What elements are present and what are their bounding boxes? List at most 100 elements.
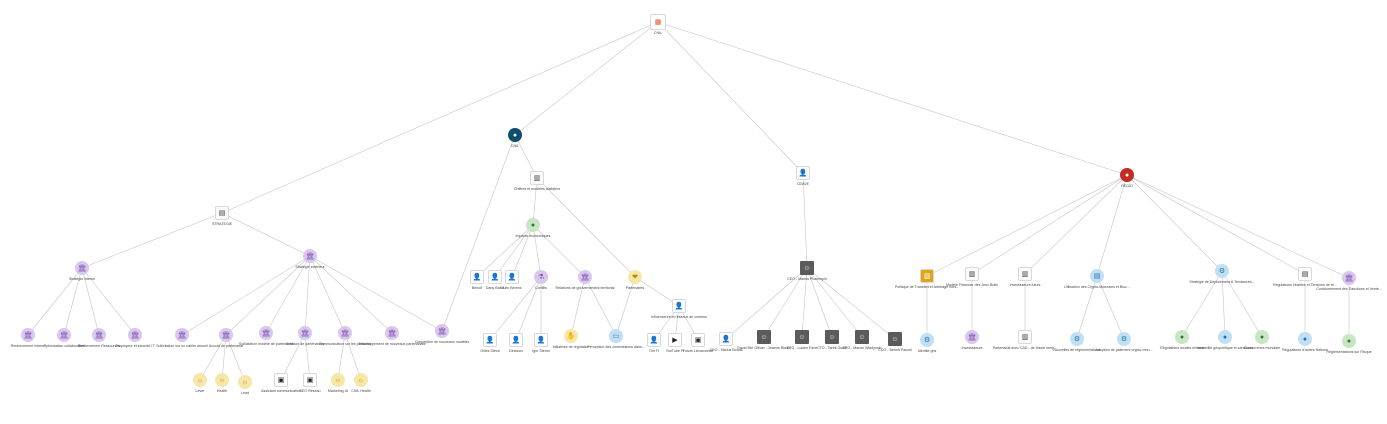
- edge-b2-b25: [532, 224, 586, 278]
- building-small-icon[interactable]: ▥: [530, 171, 544, 185]
- photo-icon[interactable]: ☺: [757, 330, 771, 344]
- photo-icon[interactable]: ☺: [888, 332, 902, 346]
- edge-d-d1: [926, 174, 1128, 277]
- pin-icon[interactable]: ●: [1218, 330, 1232, 344]
- building-icon[interactable]: 🏛: [435, 324, 449, 338]
- building-small-icon[interactable]: ▥: [1018, 330, 1032, 344]
- image-icon[interactable]: ▧: [920, 269, 934, 283]
- building-icon[interactable]: 🏛: [338, 326, 352, 340]
- edge-d-d2: [971, 174, 1128, 275]
- calendar-icon[interactable]: ▤: [1298, 267, 1312, 281]
- building-small-icon[interactable]: ▥: [1018, 267, 1032, 281]
- youtube-icon[interactable]: ▶: [668, 333, 682, 347]
- edge-a24-a242: [304, 332, 311, 381]
- edge-b24-b242: [515, 276, 542, 341]
- node-label: REGIO: [1121, 184, 1133, 188]
- edge-a1-a12: [63, 267, 83, 336]
- edge-d-d6: [1126, 174, 1306, 275]
- photo-icon[interactable]: ☺: [855, 330, 869, 344]
- edge-a25-a251: [337, 332, 346, 381]
- edge-a2-a21: [181, 255, 311, 336]
- pin-icon[interactable]: ●: [508, 128, 522, 142]
- person-icon[interactable]: 👤: [719, 332, 733, 346]
- edge-b3-b32: [634, 276, 680, 307]
- photo-icon[interactable]: ☺: [825, 330, 839, 344]
- id-card-icon[interactable]: ▣: [303, 373, 317, 387]
- building-icon[interactable]: 🏛: [175, 328, 189, 342]
- edge-d4-d42: [1096, 275, 1125, 340]
- person-icon[interactable]: 👤: [483, 333, 497, 347]
- building-small-icon[interactable]: ▥: [965, 267, 979, 281]
- building-icon[interactable]: 🏛: [75, 261, 89, 275]
- edge-a2-a24: [304, 255, 311, 334]
- building-icon[interactable]: 🏛: [57, 328, 71, 342]
- person-icon[interactable]: 👤: [505, 270, 519, 284]
- edge-a1-a13: [81, 267, 100, 336]
- edge-c1-c11: [725, 267, 808, 340]
- edge-a1-a11: [27, 267, 83, 336]
- gear-icon[interactable]: ⚙: [1070, 332, 1084, 346]
- calendar-icon[interactable]: ▤: [1090, 269, 1104, 283]
- photo-icon[interactable]: ☺: [800, 261, 814, 275]
- id-card-icon[interactable]: ▣: [691, 333, 705, 347]
- node-label: Réglementations sur Risque: [1326, 350, 1372, 354]
- building-icon[interactable]: 🏛: [303, 249, 317, 263]
- edge-b24-b241: [489, 276, 542, 341]
- photo-icon[interactable]: ☺: [795, 330, 809, 344]
- lamp-icon[interactable]: ☼: [331, 373, 345, 387]
- handshake-icon[interactable]: ❤: [628, 270, 642, 284]
- monitor-icon[interactable]: ▭: [609, 329, 623, 343]
- logo-icon[interactable]: ▦: [650, 14, 666, 30]
- node-label: CEO - Marius Phalempin: [787, 277, 827, 281]
- node-label: STRATEGIE: [211, 222, 233, 226]
- gear-icon[interactable]: ⚙: [920, 333, 934, 347]
- pin-icon[interactable]: ●: [1175, 330, 1189, 344]
- building-icon[interactable]: 🏛: [128, 328, 142, 342]
- gear-icon[interactable]: ⚙: [1215, 264, 1229, 278]
- person-icon[interactable]: 👤: [488, 270, 502, 284]
- node-label: Partenaires: [625, 286, 645, 290]
- edge-b25-b251: [570, 276, 586, 337]
- person-icon[interactable]: 👤: [796, 166, 810, 180]
- pin-icon[interactable]: ●: [526, 218, 540, 232]
- edge-a27-b: [441, 134, 516, 332]
- pin-icon[interactable]: ●: [1120, 168, 1134, 182]
- person-icon[interactable]: 👤: [672, 299, 686, 313]
- pin-icon[interactable]: ●: [1298, 332, 1312, 346]
- building-icon[interactable]: 🏛: [219, 328, 233, 342]
- building-icon[interactable]: 🏛: [965, 330, 979, 344]
- node-label: Influenceurs et réseaux de contenu: [650, 315, 708, 319]
- lamp-icon[interactable]: ☼: [215, 373, 229, 387]
- edge-d-d7: [1126, 174, 1350, 279]
- id-card-icon[interactable]: ▣: [274, 373, 288, 387]
- edge-c1-c13: [801, 267, 808, 338]
- node-label: CNIL: [653, 31, 663, 35]
- edge-b3-b31: [615, 276, 636, 337]
- lamp-icon[interactable]: ☼: [193, 373, 207, 387]
- person-icon[interactable]: 👤: [470, 270, 484, 284]
- gear-icon[interactable]: ⚙: [1117, 332, 1131, 346]
- person-icon[interactable]: 👤: [647, 333, 661, 347]
- node-label: CNIL: [510, 144, 520, 148]
- flask-icon[interactable]: ⚗: [534, 270, 548, 284]
- node-label: Stratégie interne: [68, 277, 96, 281]
- building-icon[interactable]: 🏛: [21, 328, 35, 342]
- pin-icon[interactable]: ●: [1342, 334, 1356, 348]
- building-icon[interactable]: 🏛: [298, 326, 312, 340]
- hand-icon[interactable]: ✋: [564, 329, 578, 343]
- lamp-icon[interactable]: ☼: [354, 373, 368, 387]
- pin-icon[interactable]: ●: [1255, 330, 1269, 344]
- building-icon[interactable]: 🏛: [92, 328, 106, 342]
- building-icon[interactable]: 🏛: [1342, 271, 1356, 285]
- calendar-icon[interactable]: ▤: [215, 206, 229, 220]
- edge-d-d3: [1024, 174, 1128, 275]
- edge-c1-c14: [806, 267, 833, 338]
- building-icon[interactable]: 🏛: [259, 326, 273, 340]
- person-icon[interactable]: 👤: [509, 333, 523, 347]
- edge-a22-a221: [199, 334, 227, 381]
- lamp-icon[interactable]: ☼: [238, 375, 252, 389]
- building-icon[interactable]: 🏛: [385, 326, 399, 340]
- person-icon[interactable]: 👤: [534, 333, 548, 347]
- building-icon[interactable]: 🏛: [578, 270, 592, 284]
